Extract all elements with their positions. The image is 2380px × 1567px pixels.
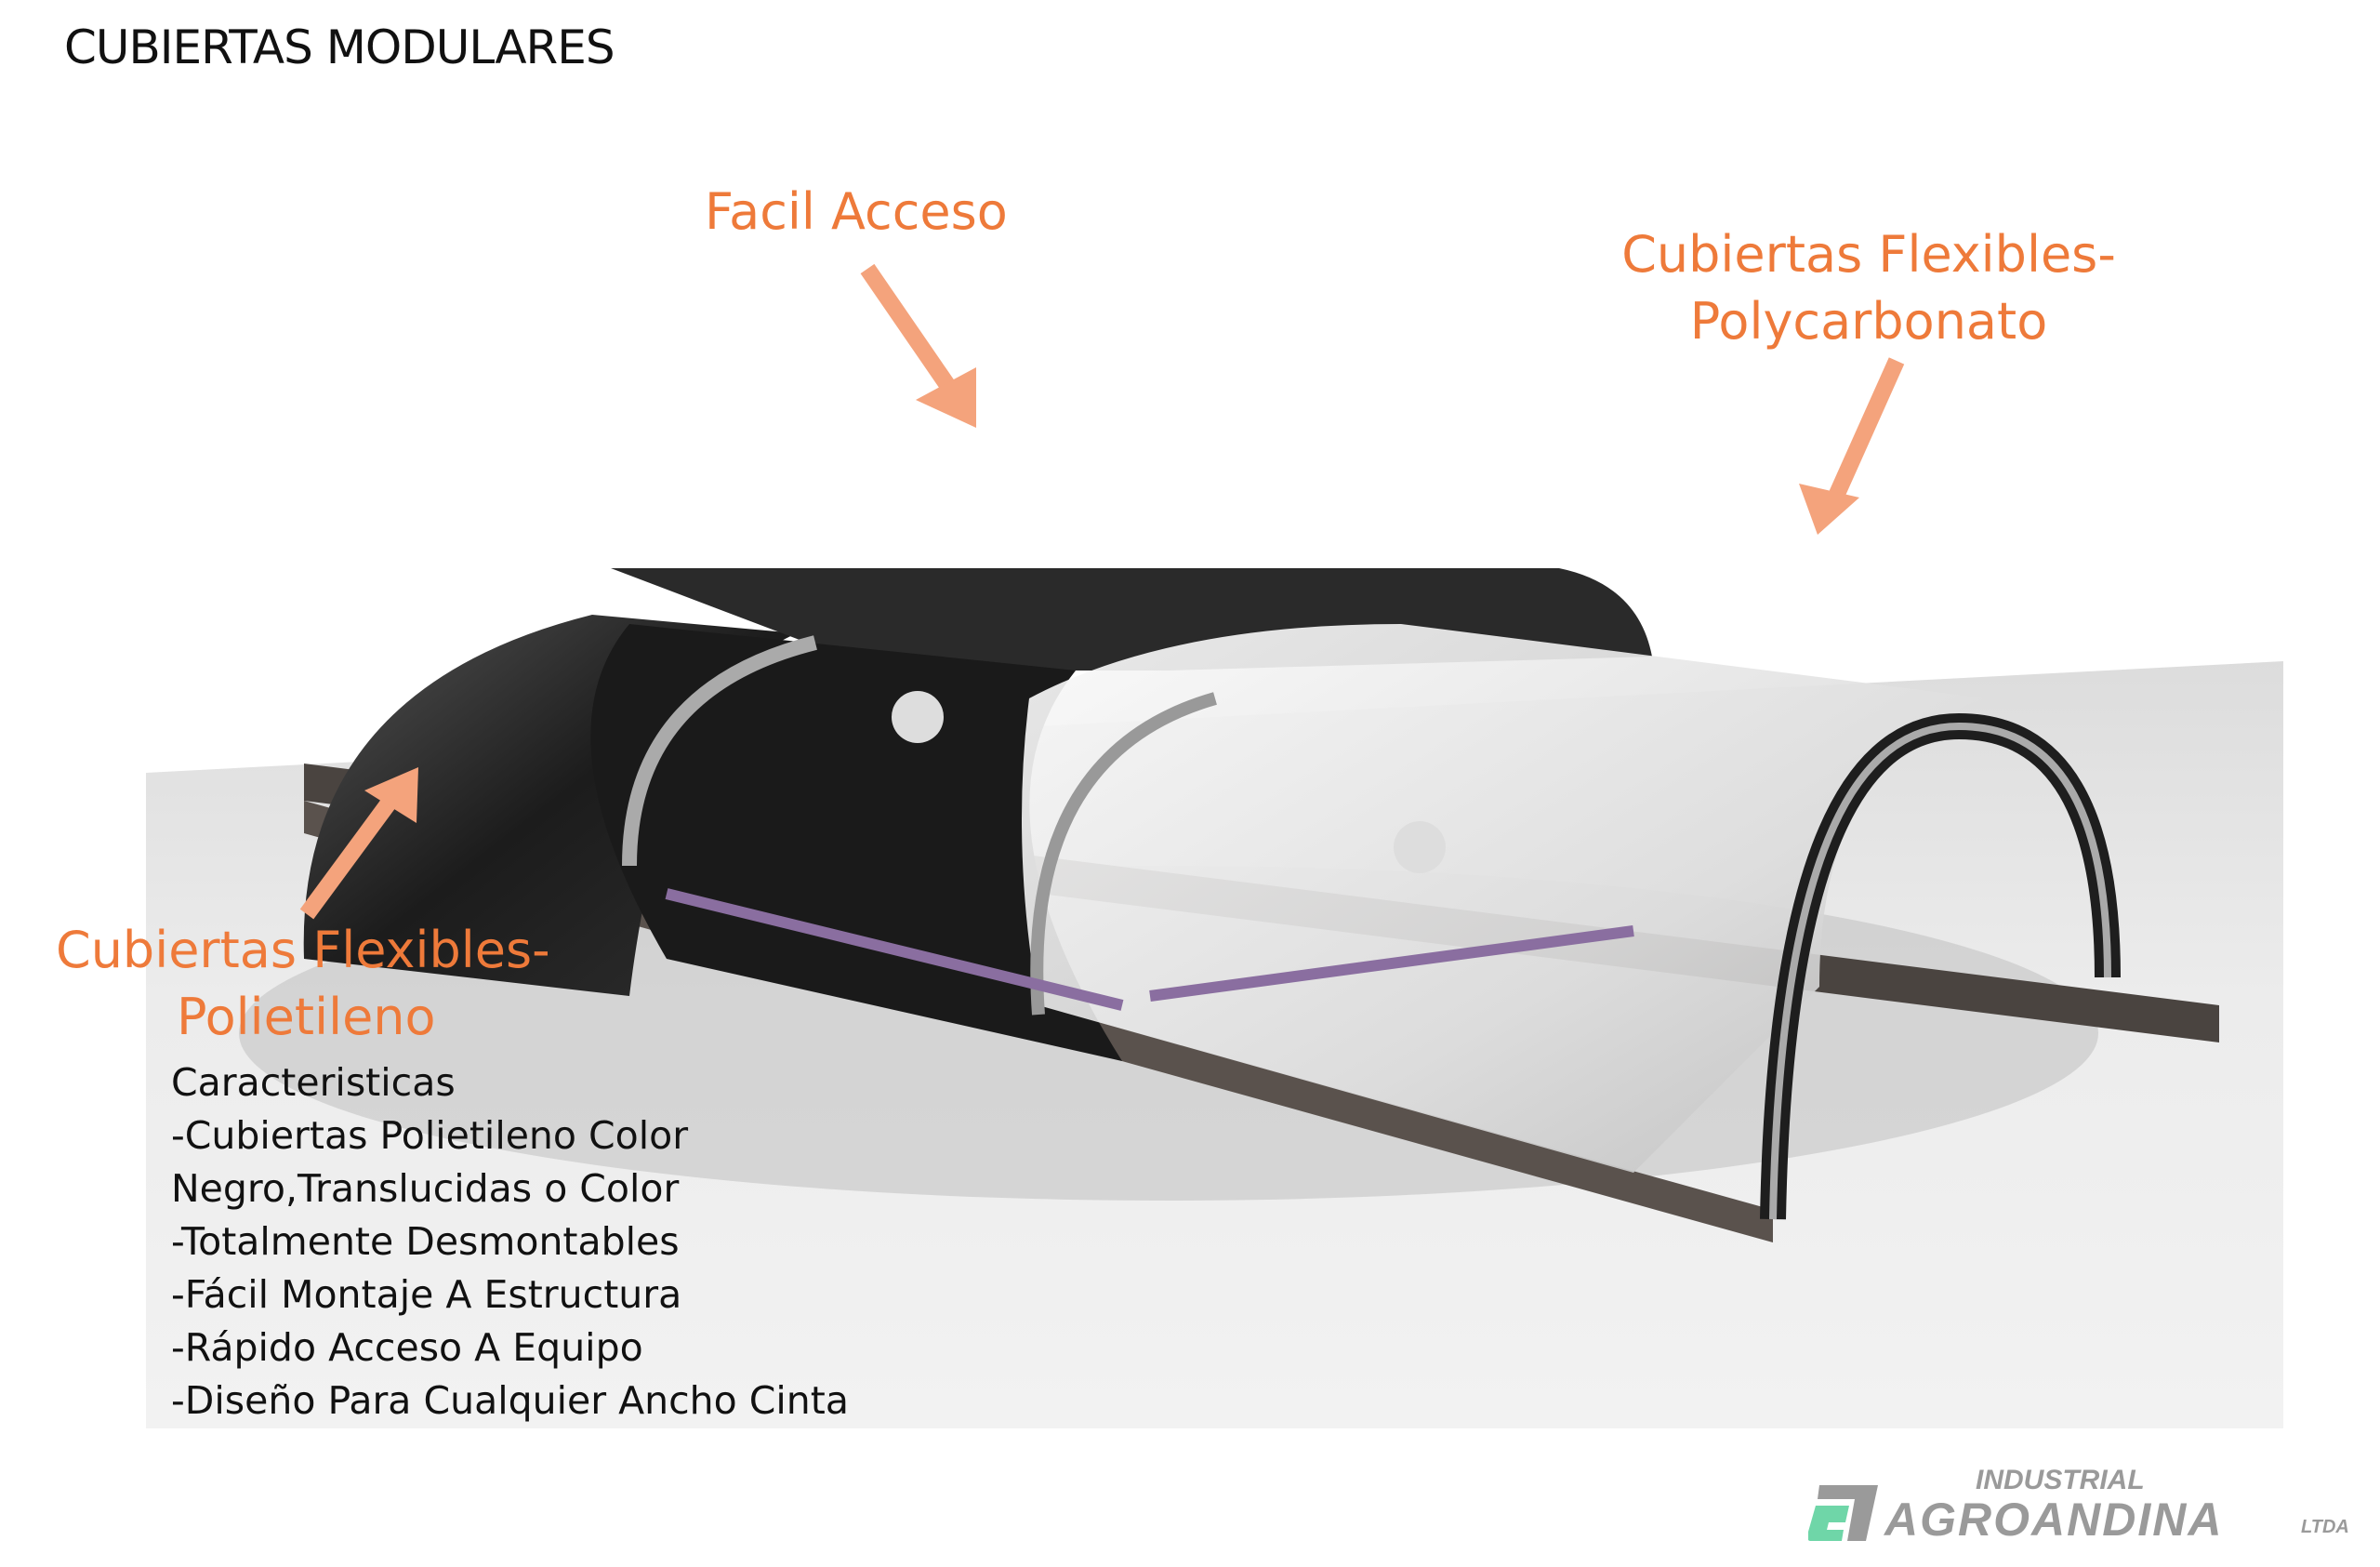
- company-logo: INDUSTRIAL AGROANDINA LTDA: [1808, 1465, 2349, 1553]
- arrow-facil-acceso: [860, 263, 976, 428]
- feature-item: Negro,Translucidas o Color: [171, 1166, 680, 1211]
- feature-item: -Fácil Montaje A Estructura: [171, 1272, 682, 1317]
- features-list: Caracteristicas -Cubiertas Polietileno C…: [171, 1056, 849, 1428]
- callout-polietileno: Cubiertas Flexibles- Polietileno: [56, 917, 550, 1051]
- page-title: CUBIERTAS MODULARES: [64, 20, 615, 74]
- feature-item: -Rápido Acceso A Equipo: [171, 1325, 643, 1370]
- conveyor-cover-illustration: [146, 568, 2283, 1428]
- logo-mark-icon: [1808, 1485, 1878, 1541]
- logo-line1: INDUSTRIAL: [1976, 1465, 2145, 1495]
- logo-suffix: LTDA: [2301, 1517, 2349, 1537]
- callout-facil-acceso: Facil Acceso: [705, 182, 1008, 241]
- logo-line2: AGROANDINA: [1884, 1494, 2224, 1546]
- callout-polietileno-line1: Cubiertas Flexibles-: [56, 921, 550, 979]
- callout-polietileno-line2: Polietileno: [177, 988, 436, 1046]
- feature-item: -Cubiertas Polietileno Color: [171, 1113, 689, 1158]
- callout-polycarbonato-line2: Polycarbonato: [1689, 292, 2048, 351]
- feature-item: -Diseño Para Cualquier Ancho Cinta: [171, 1378, 849, 1423]
- arrow-polycarbonato: [1799, 357, 1905, 535]
- feature-item: -Totalmente Desmontables: [171, 1219, 680, 1264]
- callout-polycarbonato-line1: Cubiertas Flexibles-: [1621, 225, 2116, 284]
- features-heading: Caracteristicas: [171, 1060, 456, 1105]
- callout-polycarbonato: Cubiertas Flexibles- Polycarbonato: [1608, 221, 2129, 355]
